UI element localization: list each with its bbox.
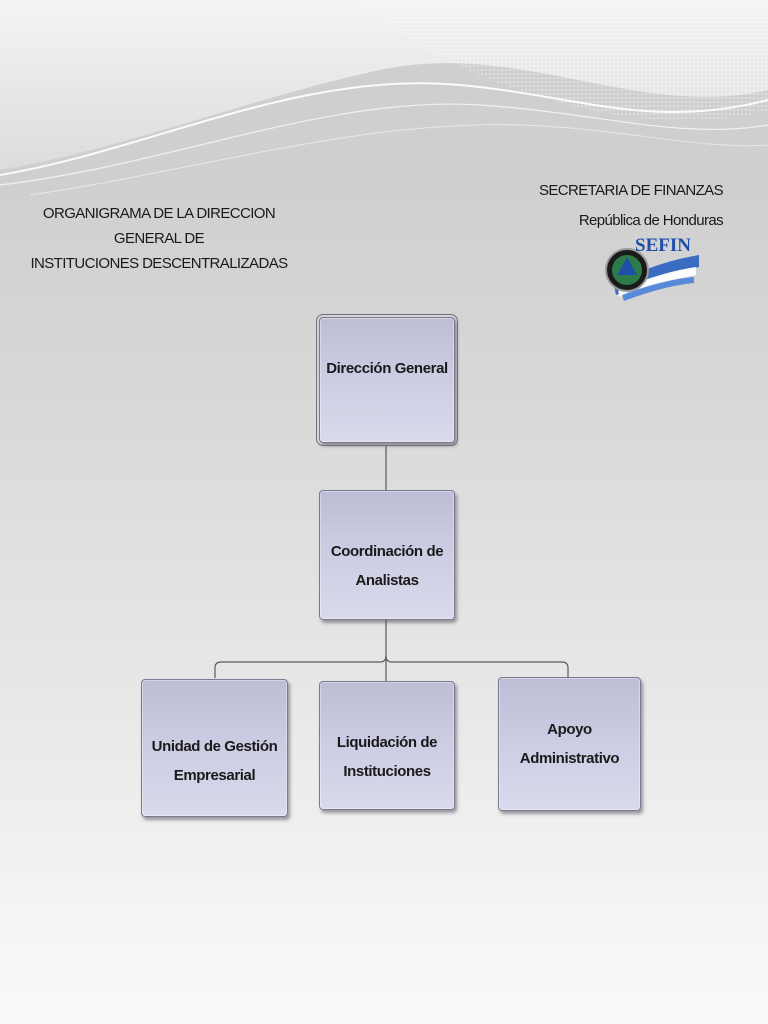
node-label-line-1: Liquidación de [336,733,438,751]
node-direccion-general[interactable]: Dirección General [316,314,458,446]
background-waves [0,0,768,200]
logo-text: SEFIN [635,235,691,256]
chart-title: ORGANIGRAMA DE LA DIRECCION GENERAL DE I… [20,201,298,276]
node-liquidacion-instituciones[interactable]: Liquidación de Instituciones [319,681,455,810]
title-line-2: INSTITUCIONES DESCENTRALIZADAS [30,255,288,272]
title-line-1: ORGANIGRAMA DE LA DIRECCION GENERAL DE [42,205,276,247]
node-apoyo-administrativo[interactable]: Apoyo Administrativo [498,677,641,811]
organization-header: SECRETARIA DE FINANZAS República de Hond… [538,176,724,236]
node-label-line-2: Instituciones [343,762,431,780]
node-label-line-1: Coordinación de [330,542,444,560]
node-label-line-2: Empresarial [173,766,256,784]
organization-name: SECRETARIA DE FINANZAS [538,182,724,199]
node-unidad-gestion-empresarial[interactable]: Unidad de Gestión Empresarial [141,679,288,817]
node-label: Apoyo Administrativo [519,721,620,767]
node-label-line-2: Analistas [355,571,419,589]
country-name: República de Honduras [578,212,724,229]
sefin-logo: SEFIN [605,235,699,301]
node-label: Dirección General [326,360,448,377]
node-label-line-1: Unidad de Gestión [151,737,278,755]
node-coordinacion-analistas[interactable]: Coordinación de Analistas [319,490,455,620]
